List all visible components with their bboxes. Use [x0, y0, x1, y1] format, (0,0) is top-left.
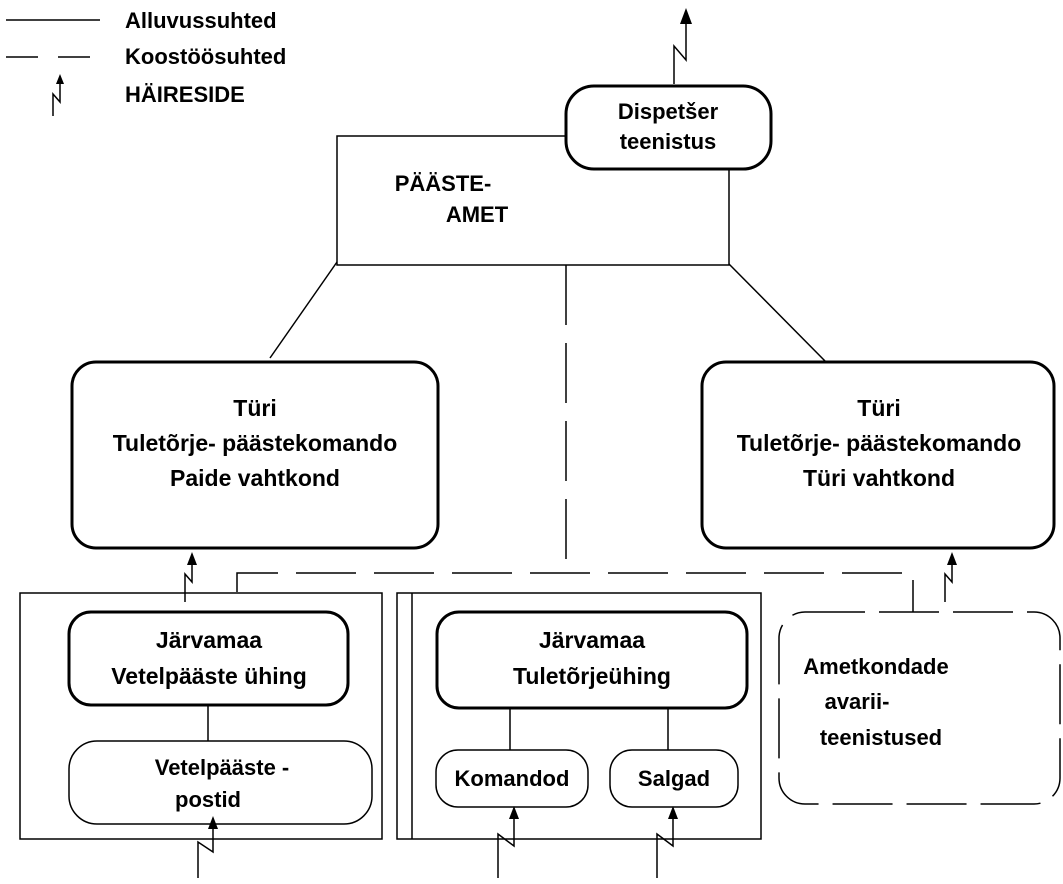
- connector-cooperation-bus: [236, 572, 914, 612]
- water-rescue-society-label-1: Järvamaa: [156, 627, 262, 653]
- turi-watch-label-2: Tuletõrje- päästekomando: [737, 430, 1022, 456]
- fire-society-box: [435, 610, 749, 710]
- turi-watch-label-1: Türi: [857, 395, 900, 421]
- dispatcher-label-2: teenistus: [620, 129, 717, 154]
- squads-label: Salgad: [638, 766, 710, 791]
- legend-signal-icon: [52, 74, 64, 116]
- paide-watch-label-1: Türi: [233, 395, 276, 421]
- fire-society-label-1: Järvamaa: [539, 627, 645, 653]
- legend: Alluvussuhted Koostöösuhted HÄIRESIDE: [6, 8, 286, 116]
- dispatcher-label-1: Dispetšer: [618, 99, 719, 124]
- emergency-services-label-2: avarii-: [825, 689, 890, 714]
- water-rescue-society-box: [67, 610, 350, 707]
- alarm-signal-icon: [673, 8, 692, 84]
- water-rescue-group-frame: [19, 592, 383, 840]
- connectors: [207, 261, 914, 750]
- squads-box: [609, 749, 739, 808]
- emergency-services-label-3: teenistused: [820, 725, 942, 750]
- water-rescue-posts-box: [68, 740, 373, 825]
- rescue-board-label-1: PÄÄSTE-: [395, 171, 492, 196]
- emergency-services-box: [778, 611, 1061, 805]
- paide-watch-box: [70, 360, 440, 550]
- alarm-signal-icon: [197, 816, 218, 878]
- alarm-signal-icon: [184, 552, 197, 602]
- paide-watch-label-3: Paide vahtkond: [170, 465, 340, 491]
- alarm-signal-icon: [497, 806, 519, 878]
- teams-box: [435, 749, 589, 808]
- fire-society-label-2: Tuletõrjeühing: [513, 663, 671, 689]
- water-rescue-society-label-2: Vetelpääste ühing: [111, 663, 307, 689]
- teams-label: Komandod: [455, 766, 570, 791]
- connector-board-turi: [727, 262, 827, 363]
- legend-dashed-label: Koostöösuhted: [125, 44, 286, 69]
- dispatcher-box: [564, 84, 773, 171]
- paide-watch-label-2: Tuletõrje- päästekomando: [113, 430, 398, 456]
- fire-society-group-frame: [396, 592, 762, 840]
- turi-watch-box: [700, 360, 1056, 550]
- legend-signal-label: HÄIRESIDE: [125, 82, 245, 107]
- legend-solid-label: Alluvussuhted: [125, 8, 277, 33]
- water-rescue-posts-label-1: Vetelpääste -: [155, 755, 290, 780]
- turi-watch-label-3: Türi vahtkond: [803, 465, 955, 491]
- alarm-signal-icon: [656, 806, 678, 878]
- water-rescue-posts-label-2: postid: [175, 787, 241, 812]
- rescue-board-label-2: AMET: [446, 202, 509, 227]
- connector-board-paide: [269, 261, 338, 359]
- alarm-signal-icon: [944, 552, 957, 602]
- emergency-services-label-1: Ametkondade: [803, 654, 948, 679]
